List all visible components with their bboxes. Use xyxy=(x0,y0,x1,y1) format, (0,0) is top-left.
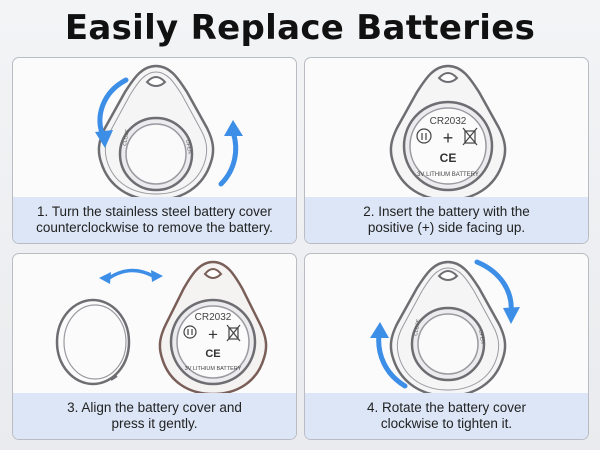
battery-model-text-3: CR2032 xyxy=(195,312,232,323)
tracker-cover-illustration: CLOSE OPEN xyxy=(95,64,243,200)
svg-text:CLOSE: CLOSE xyxy=(413,318,422,336)
recycle-person-icon xyxy=(183,325,197,339)
svg-text:OPEN: OPEN xyxy=(184,139,192,154)
step-4-line-1: 4. Rotate the battery cover xyxy=(366,400,527,415)
step-1-caption: 1. Turn the stainless steel battery cove… xyxy=(13,197,296,243)
step-1-line-2: counterclockwise to remove the battery. xyxy=(36,220,273,235)
tighten-cover-illustration: CLOSE OPEN xyxy=(370,259,520,396)
step-3-line-2: press it gently. xyxy=(111,416,198,431)
svg-text:CLOSE: CLOSE xyxy=(122,128,131,146)
rotate-arrow-left xyxy=(97,77,129,139)
step-1-panel: CLOSE OPEN 1. Turn the stainless steel b… xyxy=(12,57,297,244)
svg-text:OPEN: OPEN xyxy=(477,329,485,344)
step-4-panel: CLOSE OPEN 4. Rotate the battery cover c… xyxy=(304,253,589,440)
step-2-line-2: positive (+) side facing up. xyxy=(367,220,526,235)
rotate-arrow-right xyxy=(218,129,239,187)
step-3-panel: CR2032 + CE 3V LITHIUM BATTERY 3. Align … xyxy=(12,253,297,440)
step-3-caption: 3. Align the battery cover and press it … xyxy=(13,393,296,439)
battery-plus-sign: + xyxy=(443,128,454,148)
step-2-line-1: 2. Insert the battery with the xyxy=(363,204,530,219)
ce-mark: CE xyxy=(440,151,457,165)
align-double-arrow xyxy=(108,268,154,280)
step-1-line-1: 1. Turn the stainless steel battery cove… xyxy=(37,204,272,219)
battery-type-text-3: 3V LITHIUM BATTERY xyxy=(185,366,242,372)
recycle-person-icon xyxy=(416,128,432,144)
page-title: Easily Replace Batteries xyxy=(64,8,536,48)
battery-model-text: CR2032 xyxy=(430,116,467,127)
crossed-bin-icon xyxy=(226,324,241,342)
rotate-arrow-right xyxy=(474,259,514,315)
align-cover-illustration: CR2032 + CE 3V LITHIUM BATTERY xyxy=(55,260,268,396)
ce-mark-3: CE xyxy=(205,348,220,360)
step-2-panel: CR2032 + CE 3V LITHIUM BATTERY 2. Insert… xyxy=(304,57,589,244)
step-2-caption: 2. Insert the battery with the positive … xyxy=(305,197,588,243)
step-4-caption: 4. Rotate the battery cover clockwise to… xyxy=(305,393,588,439)
battery-plus-sign-3: + xyxy=(208,325,218,344)
rotate-arrow-left xyxy=(376,331,408,389)
step-3-line-1: 3. Align the battery cover and xyxy=(67,400,242,415)
battery-type-text: 3V LITHIUM BATTERY xyxy=(417,172,479,178)
step-4-line-2: clockwise to tighten it. xyxy=(380,416,513,431)
crossed-bin-icon xyxy=(462,127,478,146)
tracker-battery-illustration: CR2032 + CE 3V LITHIUM BATTERY xyxy=(389,64,507,200)
